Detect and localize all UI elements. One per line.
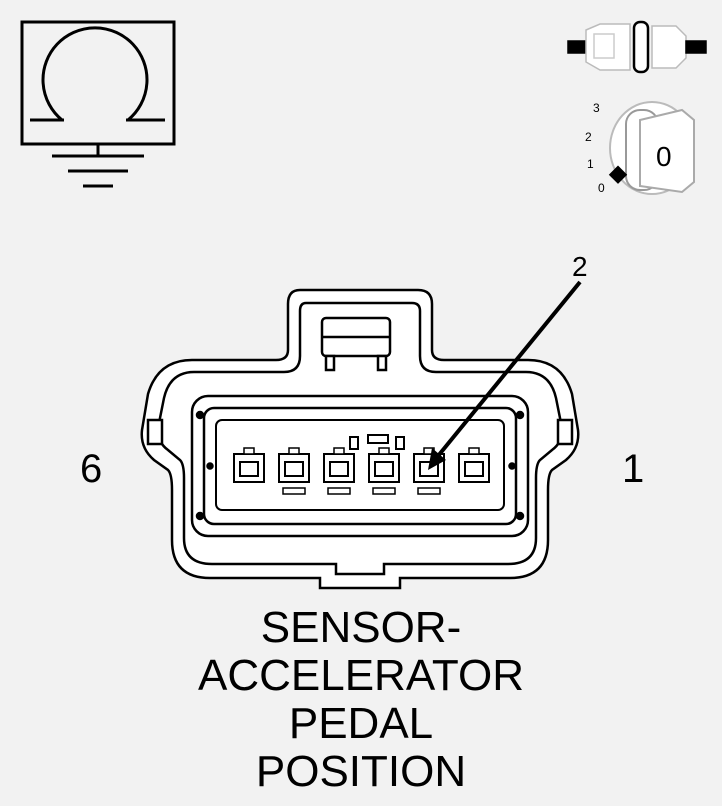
ignition-scale-2: 2 bbox=[585, 130, 592, 144]
ignition-position-label: 0 bbox=[656, 141, 672, 172]
pin-label-callout: 2 bbox=[572, 251, 588, 282]
ohmmeter-ground-icon bbox=[20, 20, 176, 188]
ignition-key-icon: 3 2 1 0 0 bbox=[585, 101, 695, 195]
pin-cavity-5 bbox=[278, 447, 310, 495]
title-line-2: ACCELERATOR bbox=[197, 651, 524, 700]
ignition-scale-3: 3 bbox=[593, 101, 600, 115]
pin-cavity-6 bbox=[233, 447, 265, 483]
pin-cavity-1 bbox=[458, 447, 490, 483]
pin-label-right: 1 bbox=[622, 447, 644, 491]
ignition-scale-1: 1 bbox=[587, 157, 594, 171]
title-line-1: SENSOR- bbox=[260, 603, 462, 652]
connector-disconnected-icon bbox=[567, 20, 707, 74]
ignition-scale-0: 0 bbox=[598, 181, 605, 195]
pin-cavity-3 bbox=[368, 447, 400, 495]
pin-label-left: 6 bbox=[80, 447, 102, 491]
connector-housing bbox=[140, 288, 580, 590]
pin-cavity-4 bbox=[323, 447, 355, 495]
title-line-3: PEDAL bbox=[288, 699, 434, 748]
pin-cavities bbox=[233, 447, 490, 495]
title-line-4: POSITION bbox=[255, 747, 467, 796]
callout-arrow bbox=[428, 280, 582, 470]
